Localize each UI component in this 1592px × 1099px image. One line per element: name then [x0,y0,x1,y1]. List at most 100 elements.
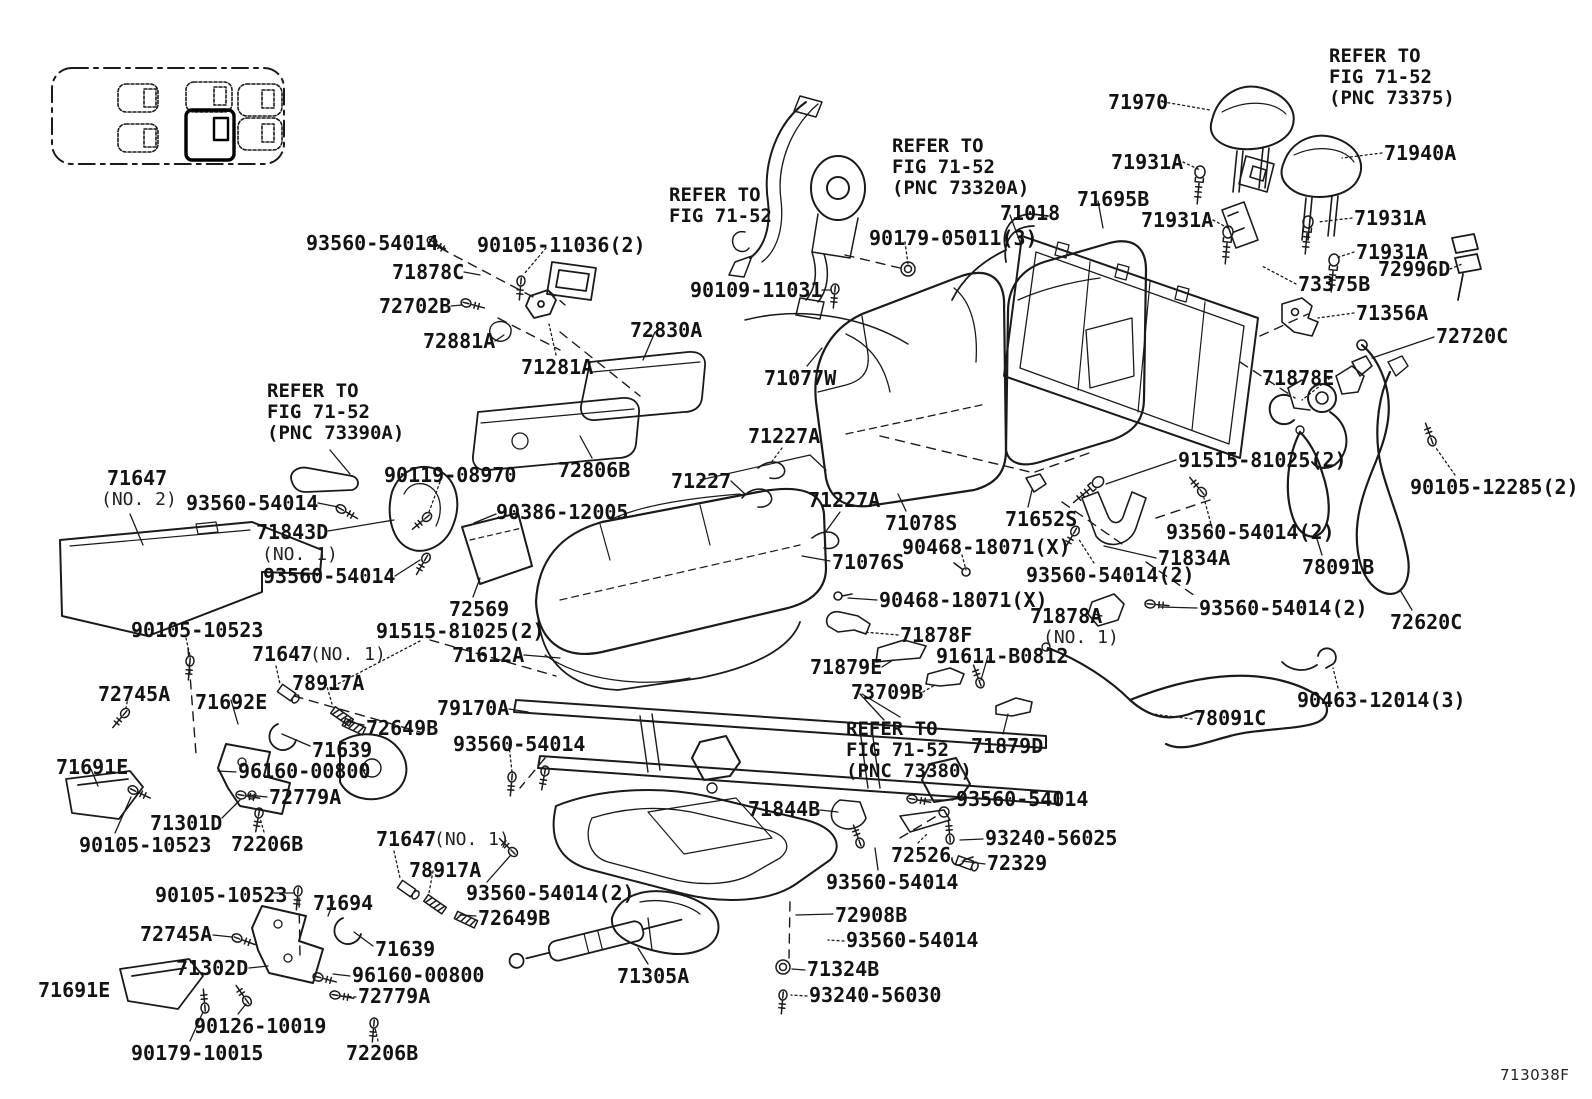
part-label[interactable]: 93560-54014 [186,491,319,515]
part-label[interactable]: 90109-11031 [690,278,823,302]
part-label[interactable]: 90126-10019 [194,1014,327,1038]
part-label[interactable]: 72649B [478,906,551,930]
part-label[interactable]: 72806B [558,458,631,482]
part-label[interactable]: 71639 [375,937,436,961]
part-label[interactable]: 90386-12005 [496,500,629,524]
part-label[interactable]: 71878A [1030,604,1103,628]
part-label[interactable]: 91515-81025(2) [1178,448,1347,472]
part-label[interactable]: 93560-54014(2) [1026,563,1195,587]
part-label[interactable]: 93240-56030 [809,983,942,1007]
part-label[interactable]: 71691E [38,978,111,1002]
part-label[interactable]: 71078S [885,511,958,535]
part-label[interactable]: 71324B [807,957,880,981]
part-label[interactable]: 93560-54014(2) [1199,596,1368,620]
part-label[interactable]: 71647 [376,827,437,851]
part-label[interactable]: 71647 [252,642,313,666]
part-label[interactable]: 71834A [1158,546,1231,570]
part-label[interactable]: 71878F [900,623,973,647]
part-label[interactable]: 71076S [832,550,905,574]
part-label[interactable]: 72206B [346,1041,419,1065]
part-label[interactable]: 71931A [1141,208,1214,232]
part-label[interactable]: 71694 [313,891,374,915]
part-label[interactable]: 71302D [176,956,249,980]
part-label[interactable]: 72620C [1390,610,1463,634]
part-label[interactable]: 93560-54014 [846,928,979,952]
part-label[interactable]: 72779A [358,984,431,1008]
part-label[interactable]: 71931A [1356,240,1429,264]
part-label[interactable]: 93240-56025 [985,826,1118,850]
part-label[interactable]: 78091B [1302,555,1375,579]
part-label[interactable]: 72526 [891,843,952,867]
part-label[interactable]: 71844B [748,797,821,821]
part-label[interactable]: 71077W [764,366,837,390]
part-label[interactable]: 71356A [1356,301,1429,325]
part-label[interactable]: 78917A [292,671,365,695]
part-label[interactable]: 93560-54014(2) [1166,520,1335,544]
part-label[interactable]: 73709B [851,680,924,704]
part-label[interactable]: 71878C [392,260,465,284]
part-label[interactable]: 72720C [1436,324,1509,348]
part-label[interactable]: 91611-B0812 [936,644,1069,668]
part-label[interactable]: 72702B [379,294,452,318]
part-label[interactable]: 71018 [1000,201,1061,225]
screw-icon [851,824,865,849]
part-label[interactable]: 90179-10015 [131,1041,264,1065]
part-label[interactable]: 71695B [1077,187,1150,211]
part-label[interactable]: 72830A [630,318,703,342]
part-label[interactable]: 71639 [312,738,373,762]
part-label[interactable]: 90105-10523 [131,618,264,642]
part-label[interactable]: 71692E [195,690,268,714]
part-label[interactable]: 90105-10523 [155,883,288,907]
part-label[interactable]: 71931A [1354,206,1427,230]
part-label[interactable]: 71281A [521,355,594,379]
part-label[interactable]: 93560-54014 [306,231,439,255]
part-label[interactable]: 72206B [231,832,304,856]
part-label[interactable]: 71305A [617,964,690,988]
part-label[interactable]: 96160-00800 [238,759,371,783]
part-label[interactable]: 72329 [987,851,1048,875]
part-label[interactable]: 71647 [107,466,168,490]
part-label[interactable]: 72745A [140,922,213,946]
part-label[interactable]: 71843D [256,520,329,544]
part-label[interactable]: 71940A [1384,141,1457,165]
part-label[interactable]: 72649B [366,716,439,740]
part-label[interactable]: 71227A [808,488,881,512]
part-label[interactable]: 90463-12014(3) [1297,688,1466,712]
part-label[interactable]: 71878E [1262,366,1335,390]
part-label[interactable]: 93560-54014(2) [466,881,635,905]
part-label[interactable]: 71301D [150,811,223,835]
part-label[interactable]: 96160-00800 [352,963,485,987]
part-label[interactable]: 90105-10523 [79,833,212,857]
part-label[interactable]: 91515-81025(2) [376,619,545,643]
part-label[interactable]: 78917A [409,858,482,882]
part-label[interactable]: 72881A [423,329,496,353]
part-label[interactable]: 71879E [810,655,883,679]
part-label[interactable]: 90105-12285(2) [1410,475,1579,499]
part-label[interactable]: 72745A [98,682,171,706]
part-label[interactable]: 90105-11036(2) [477,233,646,257]
part-label[interactable]: 90468-18071(X) [879,588,1048,612]
part-label[interactable]: 71652S [1005,507,1078,531]
part-label[interactable]: 78091C [1194,706,1267,730]
part-label[interactable]: 71227A [748,424,821,448]
part-label[interactable]: 71970 [1108,90,1169,114]
part-label[interactable]: 93560-54014 [453,732,586,756]
part-label[interactable]: 72908B [835,903,908,927]
part-label[interactable]: 72996D [1378,257,1451,281]
part-label[interactable]: 71691E [56,755,129,779]
part-label[interactable]: 71227 [671,469,732,493]
part-label[interactable]: 73375B [1298,272,1371,296]
part-label[interactable]: 71612A [452,643,525,667]
part-label[interactable]: 93560-54014 [263,564,396,588]
part-label[interactable]: 79170A [437,696,510,720]
part-label[interactable]: 90468-18071(X) [902,535,1071,559]
part-label[interactable]: 72569 [449,597,510,621]
part-label[interactable]: 93560-54014 [826,870,959,894]
part-label[interactable]: 71931A [1111,150,1184,174]
part-label[interactable]: 90179-05011(3) [869,226,1038,250]
part-label[interactable]: 93560-54014 [956,787,1089,811]
part-label[interactable]: 72779A [269,785,342,809]
part-label[interactable]: 71879D [971,734,1044,758]
part-label[interactable]: 90119-08970 [384,463,517,487]
